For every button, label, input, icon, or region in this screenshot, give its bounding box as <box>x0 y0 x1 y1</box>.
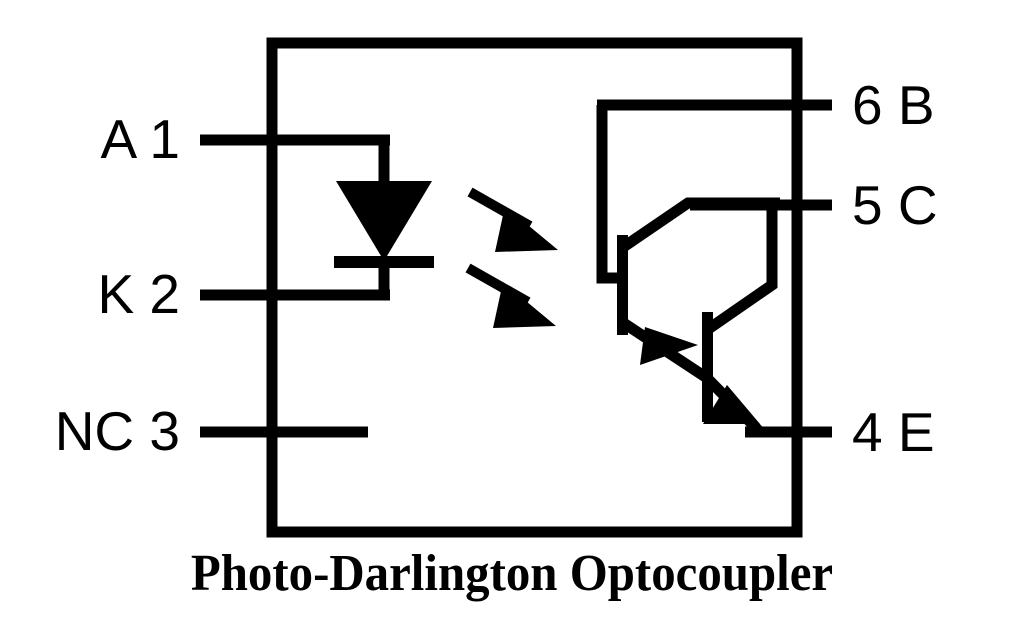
transistor-q1 <box>617 197 780 383</box>
q2-collector-wire <box>703 205 778 335</box>
q2-base-bar <box>702 312 713 422</box>
light-arrow-lower <box>465 263 556 328</box>
q1-emitter-arrowhead <box>640 327 698 365</box>
led-cathode-bar <box>334 256 434 268</box>
led-triangle-body <box>336 181 432 261</box>
q1-collector-wire <box>618 197 780 253</box>
pin-label-4e: 4 E <box>852 401 935 463</box>
figure-caption: Photo-Darlington Optocoupler <box>190 545 834 602</box>
pin-label-nc3: NC 3 <box>55 400 180 462</box>
light-arrow-upper <box>467 187 558 252</box>
pin-label-6b: 6 B <box>852 74 935 136</box>
q1-base-bar <box>617 235 628 335</box>
q2-emitter-arrowhead <box>703 385 760 424</box>
package-outline-rectangle <box>266 37 803 538</box>
transistor-q2 <box>702 205 778 436</box>
pin-label-5c: 5 C <box>852 174 938 236</box>
pin-label-a1: A 1 <box>100 108 180 170</box>
pin-label-k2: K 2 <box>97 263 180 325</box>
